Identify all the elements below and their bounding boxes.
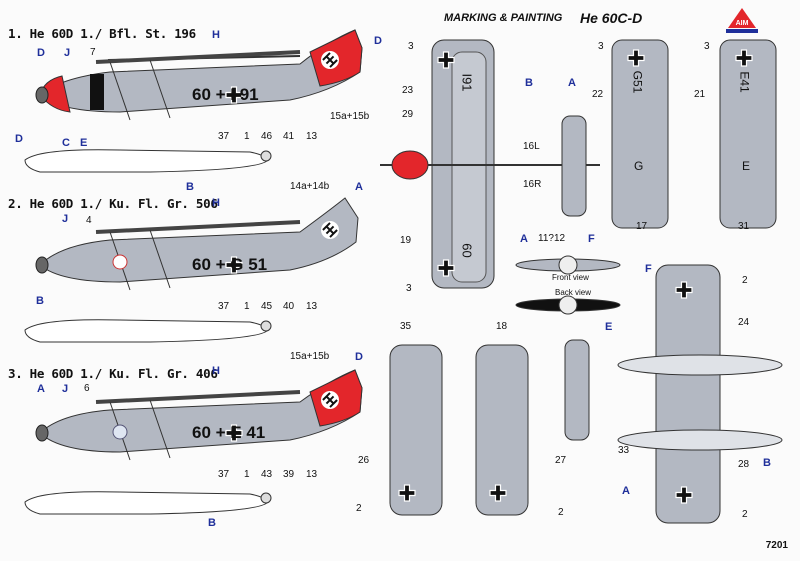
front-view-label: Front view: [552, 273, 589, 282]
fuselage-code-3: 60 + E 41: [192, 423, 266, 442]
label-B-br: B: [763, 457, 771, 469]
label-D: D: [37, 47, 45, 59]
top-wing-view: [380, 39, 600, 289]
product-number: 7201: [765, 540, 788, 551]
label-J-3: J: [62, 383, 69, 395]
label-A-prop: A: [520, 233, 528, 245]
label-E: E: [80, 137, 88, 149]
wing-letter-E: E: [742, 159, 751, 173]
label-31: 31: [738, 221, 750, 232]
section-title-1: 1. He 60D 1./ Bfl. St. 196: [8, 26, 196, 41]
label-35: 35: [400, 321, 412, 332]
bottom-37-2: 37: [218, 301, 230, 312]
section-title-2: 2. He 60D 1./ Ku. Fl. Gr. 506: [8, 196, 218, 211]
label-B-2: B: [36, 295, 44, 307]
label-B-3: B: [208, 517, 216, 529]
label-B: B: [186, 181, 194, 193]
fuselage-code-2: 60 + G 51: [192, 255, 268, 274]
page-title: MARKING & PAINTING: [444, 12, 563, 24]
bottom-46-1: 46: [261, 131, 273, 142]
bottom-wing-views: [389, 264, 783, 524]
label-16L: 16L: [523, 141, 540, 152]
propeller-views: [515, 255, 621, 315]
label-H: H: [212, 29, 220, 41]
label-A-br: A: [622, 485, 630, 497]
label-H-2: H: [212, 197, 220, 209]
label-3-bottom: 3: [406, 283, 412, 294]
bottom-40-2: 40: [283, 301, 295, 312]
back-view-label: Back view: [555, 288, 592, 297]
label-4: 4: [86, 215, 92, 226]
bottom-13-3: 13: [306, 469, 318, 480]
label-3-r2: 3: [704, 41, 710, 52]
bottom-1-2: 1: [244, 301, 250, 312]
bottom-41-1: 41: [283, 131, 295, 142]
label-D-float: D: [15, 133, 23, 145]
label-H-3: H: [212, 365, 220, 377]
bottom-39-3: 39: [283, 469, 295, 480]
brand-logo: AIM: [724, 4, 760, 34]
wing-letter-G: G: [634, 159, 644, 173]
label-7: 7: [90, 47, 96, 58]
label-6: 6: [84, 383, 90, 394]
label-28: 28: [738, 459, 750, 470]
bottom-1-3: 1: [244, 469, 250, 480]
label-A-top: A: [568, 77, 576, 89]
side-view-2: [24, 197, 359, 343]
label-F-prop2: F: [645, 263, 652, 275]
bottom-13-1: 13: [306, 131, 318, 142]
label-19: 19: [400, 235, 412, 246]
label-22: 22: [592, 89, 604, 100]
wing-code-E41: E41: [737, 71, 752, 93]
bottom-43-3: 43: [261, 469, 273, 480]
side-view-1: [24, 29, 363, 173]
label-A-3: A: [37, 383, 45, 395]
wing-code-I91: I91: [459, 73, 475, 92]
label-29: 29: [402, 109, 414, 120]
brand-text: AIM: [736, 20, 749, 27]
bottom-45-2: 45: [261, 301, 273, 312]
wing-code-G51: G51: [630, 70, 645, 94]
section-title-3: 3. He 60D 1./ Ku. Fl. Gr. 406: [8, 366, 218, 381]
label-14ab: 14a+14b: [290, 181, 330, 192]
label-C: C: [62, 137, 70, 149]
label-A-2: A: [355, 181, 363, 193]
label-26: 26: [358, 455, 370, 466]
label-E-prop: E: [605, 321, 613, 333]
wing-code-60: 60: [459, 243, 475, 258]
label-2-bm: 2: [558, 507, 564, 518]
label-F-prop: F: [588, 233, 595, 245]
label-J: J: [64, 47, 71, 59]
label-2-br1: 2: [742, 275, 748, 286]
label-15ab-3: 15a+15b: [290, 351, 330, 362]
label-J-2: J: [62, 213, 69, 225]
label-3-r1: 3: [598, 41, 604, 52]
label-B-top: B: [525, 77, 533, 89]
label-2-br2: 2: [742, 509, 748, 520]
label-27: 27: [555, 455, 567, 466]
model-name: He 60C-D: [580, 10, 643, 26]
label-D-tail: D: [374, 35, 382, 47]
fuselage-code-1: 60 + I 91: [192, 85, 259, 104]
top-wing-views-right: [611, 39, 777, 229]
label-33: 33: [618, 445, 630, 456]
label-D-3: D: [355, 351, 363, 363]
label-24: 24: [738, 317, 750, 328]
label-2-bl: 2: [356, 503, 362, 514]
label-21: 21: [694, 89, 706, 100]
label-11-12: 11?12: [538, 233, 566, 244]
bottom-13-2: 13: [306, 301, 318, 312]
label-15ab: 15a+15b: [330, 111, 370, 122]
label-3-top: 3: [408, 41, 414, 52]
bottom-1-1: 1: [244, 131, 250, 142]
label-18: 18: [496, 321, 508, 332]
label-17: 17: [636, 221, 648, 232]
label-16R: 16R: [523, 179, 542, 190]
side-view-3: [24, 369, 363, 515]
bottom-37-3: 37: [218, 469, 230, 480]
label-23: 23: [402, 85, 414, 96]
bottom-37-1: 37: [218, 131, 230, 142]
